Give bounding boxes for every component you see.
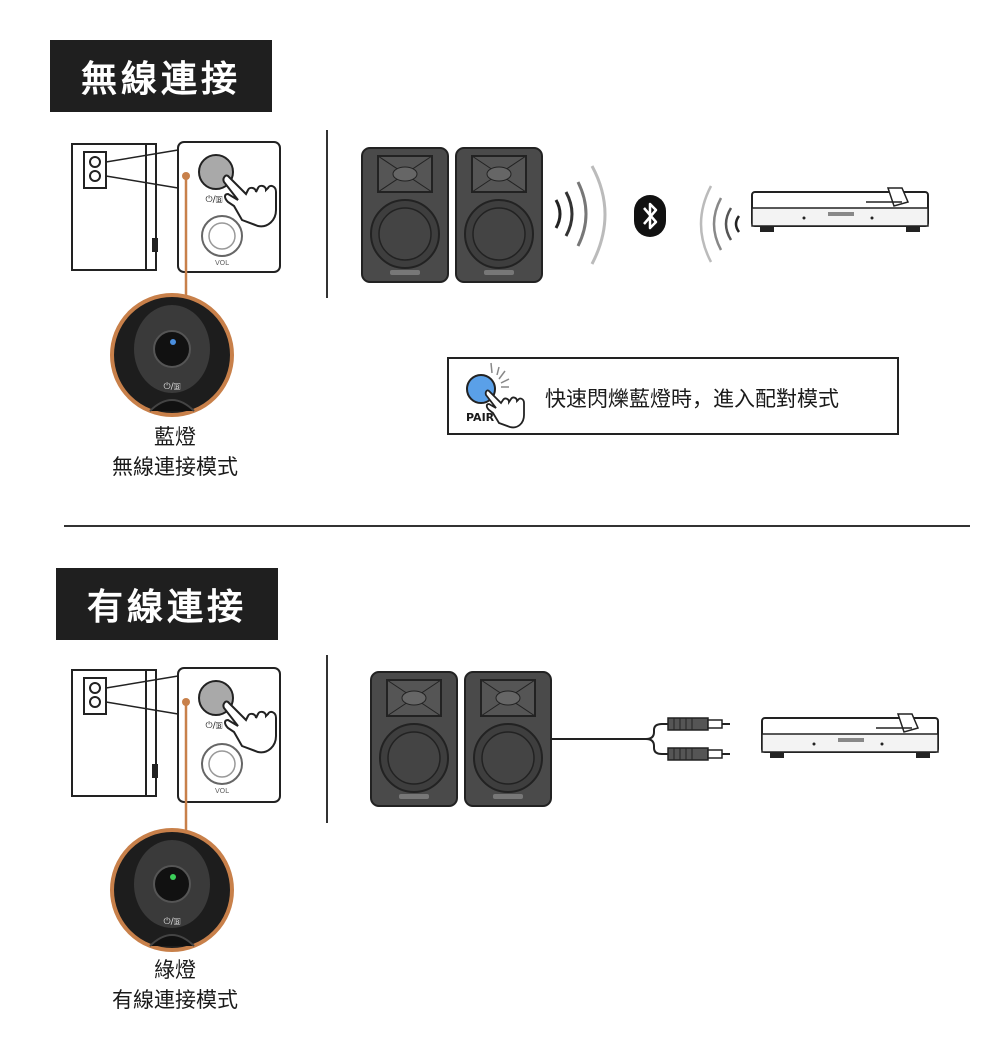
hand-press-icon [222,174,277,228]
vol-label: VOL [215,259,229,267]
speaker-back-panel-wireless: ⏻/🄱 VOL [71,141,281,298]
wired-caption: 綠燈 有線連接模式 [75,955,275,1015]
speaker-right [455,147,543,283]
speakers-wired [370,671,552,807]
blue-led [170,339,176,345]
turntable-wired [761,713,939,758]
wired-caption-line2: 有線連接模式 [112,988,238,1012]
turntable-wireless [751,187,929,232]
wave-icon [554,165,607,265]
vol-label: VOL [215,787,229,795]
hand-press-icon [222,700,277,754]
wireless-title: 無線連接 [50,40,272,112]
wave-in-icon [699,185,741,263]
hand-press-icon [484,389,525,429]
power-label: ⏻/🄱 [205,720,222,731]
wireless-caption-line2: 無線連接模式 [112,455,238,479]
led-zoom-wired: ⏻/🄱 [110,828,234,952]
speaker-left [361,147,449,283]
led-zoom-wireless: ⏻/🄱 [110,293,234,417]
zoom-power-label: ⏻/🄱 [163,916,180,927]
speaker-right [464,671,552,807]
speaker-back-panel-wired: ⏻/🄱 VOL [71,667,281,834]
divider-vertical-wireless [326,130,328,298]
speaker-left [370,671,458,807]
pair-button-icon [466,362,525,429]
speakers-wireless [361,147,543,283]
rca-plug-bottom [667,747,730,761]
wired-title: 有線連接 [56,568,278,640]
pairing-info-box: PAIR 快速閃爍藍燈時，進入配對模式 [447,357,899,435]
zoom-power-label: ⏻/🄱 [163,381,180,392]
section-divider [64,525,970,527]
bluetooth-icon [634,195,666,237]
rca-plug-top [667,717,730,731]
wired-caption-line1: 綠燈 [154,958,196,982]
green-led [170,874,176,880]
pairing-instruction: 快速閃爍藍燈時，進入配對模式 [545,387,839,411]
pair-button-label: PAIR [466,411,495,424]
rca-cable [550,717,730,761]
divider-vertical-wired [326,655,328,823]
power-label: ⏻/🄱 [205,194,222,205]
wireless-caption-line1: 藍燈 [154,425,196,449]
wireless-caption: 藍燈 無線連接模式 [75,422,275,482]
